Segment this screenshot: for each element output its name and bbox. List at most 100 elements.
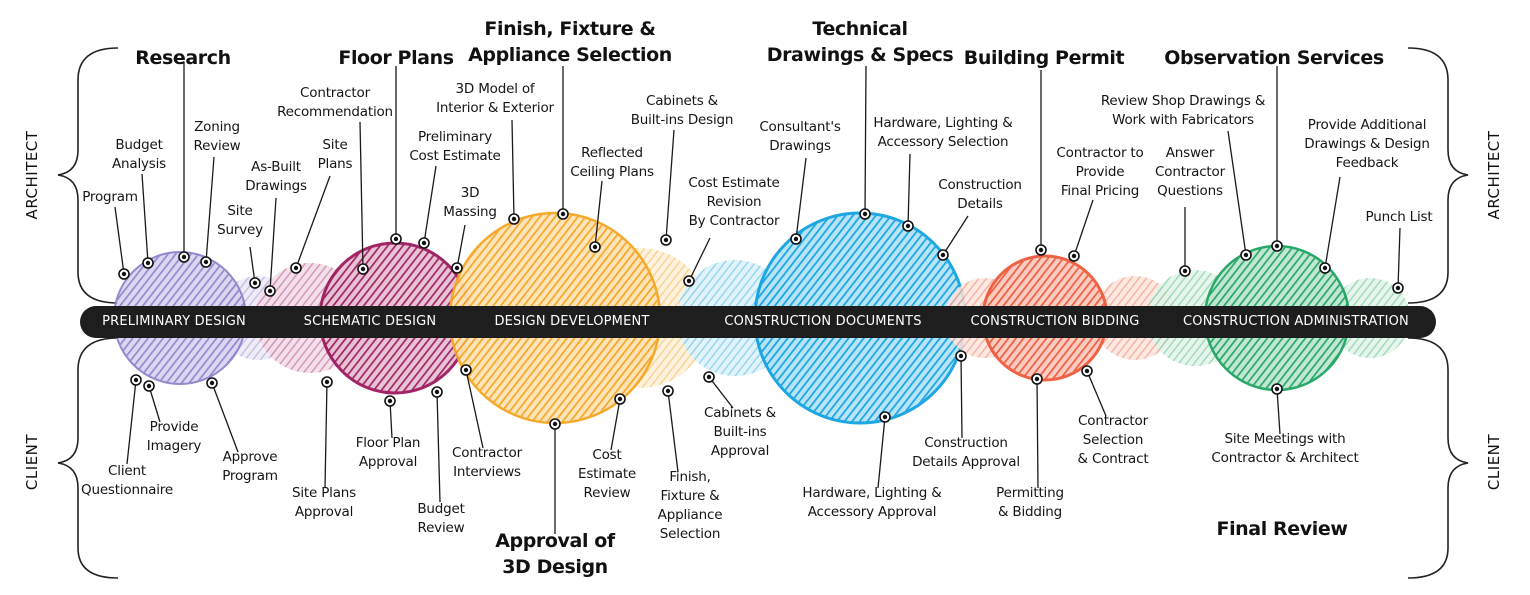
- leader-line-massing: [456, 224, 466, 269]
- task-shop-drawings: Review Shop Drawings & Work with Fabrica…: [1100, 93, 1266, 128]
- marker-dot-center-program: [121, 271, 127, 277]
- leader-line-contractor-interviews: [465, 369, 484, 449]
- heading-technical: Technical Drawings & Specs: [766, 18, 954, 66]
- architect-brace-right: [1407, 47, 1469, 304]
- heading-finish-fixture: Finish, Fixture & Appliance Selection: [468, 18, 672, 66]
- marker-dot-center-technical: [862, 211, 868, 217]
- leader-line-approve-program: [211, 382, 239, 453]
- leader-line-floor-plan-approval: [389, 400, 393, 439]
- marker-dot-center-budget-review: [434, 389, 440, 395]
- task-3d-massing: 3D Massing: [443, 185, 497, 220]
- marker-dot-center-approve-program: [209, 380, 215, 386]
- marker-dot-center-cost-revision: [686, 278, 692, 284]
- phase-preliminary-design: PRELIMINARY DESIGN: [102, 314, 246, 329]
- marker-dot-center-imagery: [146, 383, 152, 389]
- task-contractor-rec: Contractor Recommendation: [277, 85, 393, 120]
- leader-line-shop-drawings: [1227, 130, 1247, 256]
- leader-line-contractor-pricing: [1073, 199, 1094, 257]
- marker-dot-center-contractor-rec: [360, 266, 366, 272]
- task-budget-analysis: Budget Analysis: [111, 137, 167, 172]
- client-side-label-left: CLIENT: [23, 433, 41, 491]
- leader-lines: [114, 62, 1404, 534]
- marker-dot-center-punch-list: [1395, 285, 1401, 291]
- client-permitting-bidding: Permitting & Bidding: [996, 485, 1064, 520]
- client-provide-imagery: Provide Imagery: [146, 419, 202, 454]
- marker-dot-center-zoning: [203, 259, 209, 265]
- client-cost-review: Cost Estimate Review: [577, 447, 637, 501]
- leader-line-contractor-selection: [1086, 370, 1107, 417]
- marker-dot-center-hardware: [905, 223, 911, 229]
- task-reflected-ceiling: Reflected Ceiling Plans: [570, 145, 654, 180]
- marker-dot-center-site-survey: [252, 280, 258, 286]
- marker-dot-center-approval-3d: [552, 421, 558, 427]
- leader-line-budget-review: [436, 391, 441, 503]
- client-budget-review: Budget Review: [417, 501, 465, 536]
- phase-design-development: DESIGN DEVELOPMENT: [494, 314, 650, 329]
- client-brace-left: [57, 337, 119, 579]
- marker-dot-center-site-plans: [293, 265, 299, 271]
- leader-line-cost-revision: [688, 237, 711, 282]
- heading-research: Research: [135, 47, 231, 69]
- marker-dot-center-contractor-interviews: [463, 367, 469, 373]
- marker-dot-center-details-approval: [958, 353, 964, 359]
- marker-dot-center-additional-drawings: [1322, 265, 1328, 271]
- marker-dot-center-finish-fixture: [560, 211, 566, 217]
- leader-line-technical: [864, 65, 867, 215]
- marker-dot-center-contractor-selection: [1084, 368, 1090, 374]
- marker-dot-center-answer-questions: [1182, 268, 1188, 274]
- leader-line-model-3d: [511, 119, 515, 220]
- leader-line-site-plans: [295, 175, 331, 269]
- marker-dot-center-site-meetings: [1274, 386, 1280, 392]
- marker-dot-center-model-3d: [511, 216, 517, 222]
- task-additional-drawings: Provide Additional Drawings & Design Fee…: [1304, 117, 1430, 171]
- marker-dot-center-observation: [1274, 243, 1280, 249]
- client-contractor-interviews: Contractor Interviews: [452, 445, 522, 480]
- task-3d-model: 3D Model of Interior & Exterior: [436, 81, 554, 116]
- marker-dot-center-finish-selection: [665, 388, 671, 394]
- marker-dot-center-shop-drawings: [1243, 252, 1249, 258]
- client-site-meetings: Site Meetings with Contractor & Architec…: [1211, 431, 1359, 466]
- task-zoning-review: Zoning Review: [193, 119, 241, 154]
- task-answer-questions: Answer Contractor Questions: [1155, 145, 1225, 199]
- task-site-survey: Site Survey: [217, 203, 263, 238]
- leader-line-additional-drawings: [1324, 176, 1341, 269]
- task-program: Program: [82, 189, 138, 205]
- client-brace-right: [1407, 337, 1469, 579]
- leader-line-details-approval: [960, 355, 963, 439]
- marker-dot-center-cabinets-approval: [706, 374, 712, 380]
- client-cabinets-approval: Cabinets & Built-ins Approval: [703, 405, 777, 459]
- leader-line-cabinets: [665, 129, 675, 241]
- leader-line-contractor-rec: [359, 121, 364, 270]
- leader-line-cost-review: [610, 398, 621, 451]
- task-punch-list: Punch List: [1365, 209, 1433, 225]
- leader-line-consultants: [795, 157, 807, 240]
- leader-line-hardware: [907, 153, 911, 227]
- phase-schematic-design: SCHEMATIC DESIGN: [303, 314, 437, 329]
- task-cabinets-design: Cabinets & Built-ins Design: [630, 93, 734, 128]
- client-contractor-selection: Contractor Selection & Contract: [1077, 413, 1149, 467]
- marker-dot-center-permitting: [1034, 376, 1040, 382]
- marker-dot-center-as-built: [267, 288, 273, 294]
- architect-brace-left: [57, 47, 119, 304]
- timeline-bar: [80, 306, 1436, 338]
- client-floor-plan-approval: Floor Plan Approval: [355, 435, 421, 470]
- task-hardware-selection: Hardware, Lighting & Accessory Selection: [873, 115, 1013, 150]
- task-preliminary-cost: Preliminary Cost Estimate: [409, 129, 501, 164]
- heading-approval-3d: Approval of 3D Design: [495, 530, 615, 578]
- marker-dot-center-budget: [145, 260, 151, 266]
- marker-dot-center-site-plans-approval: [324, 379, 330, 385]
- task-as-built: As-Built Drawings: [245, 159, 307, 194]
- marker-dot-center-cabinets: [663, 237, 669, 243]
- leader-line-reflected: [594, 180, 603, 248]
- heading-floor-plans: Floor Plans: [338, 47, 454, 69]
- task-contractor-pricing: Contractor to Provide Final Pricing: [1056, 145, 1144, 199]
- phase-construction-administration: CONSTRUCTION ADMINISTRATION: [1183, 314, 1409, 329]
- marker-dot-center-consultants: [793, 236, 799, 242]
- leader-line-hardware-approval: [877, 416, 886, 489]
- leader-line-prelim-cost: [423, 165, 437, 244]
- architect-side-label-right: ARCHITECT: [1485, 130, 1503, 220]
- leader-line-cabinets-approval: [708, 376, 734, 409]
- leader-line-as-built: [269, 197, 277, 292]
